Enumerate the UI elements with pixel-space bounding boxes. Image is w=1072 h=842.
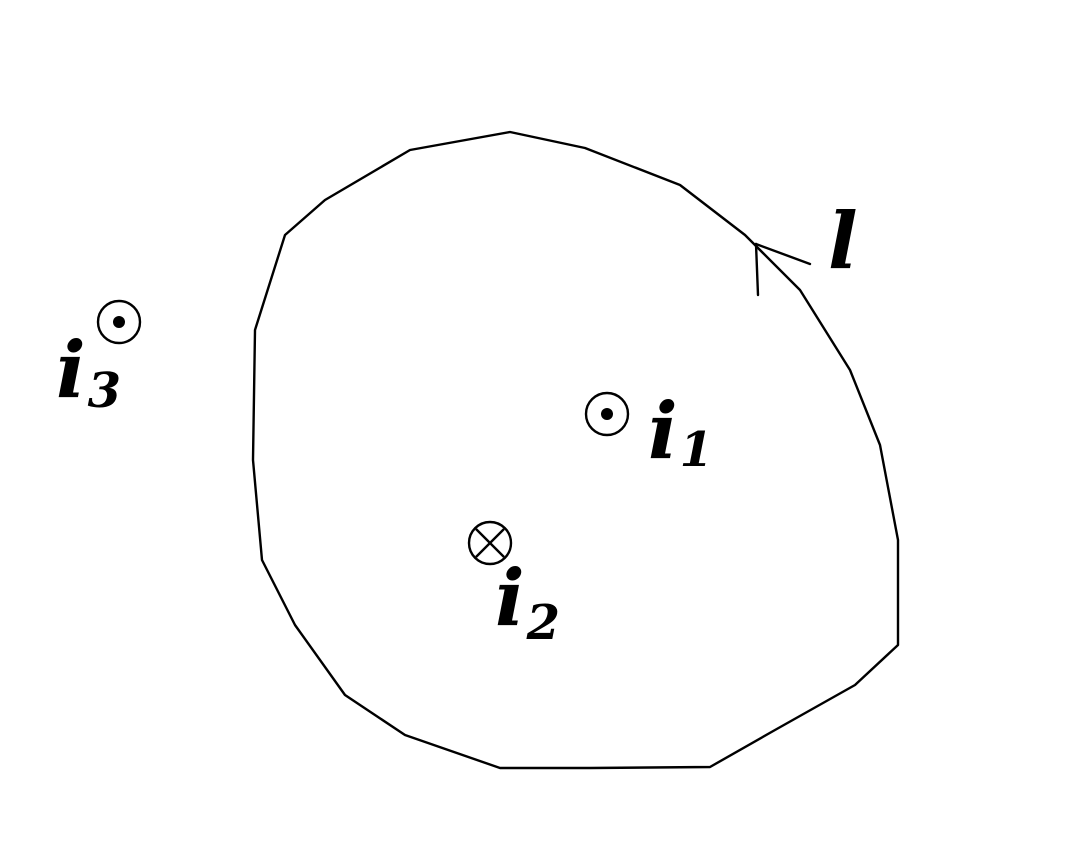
current-i3-letter: i [56,325,86,416]
loop-label: l [828,196,858,287]
current-i1-letter: i [648,386,678,477]
current-i3-subscript: 3 [88,363,121,419]
closed-loop-path [251,130,900,770]
current-i2-letter: i [495,553,525,644]
current-i2-label: i2 [495,553,560,651]
current-i2-subscript: 2 [526,595,560,651]
current-i3-label: i3 [56,325,121,419]
current-i1-subscript: 1 [680,422,713,478]
loop-direction-arrow-icon [754,242,812,297]
current-i1-out-of-page-icon [584,391,630,437]
current-i1-label: i1 [648,386,713,478]
current-i2-into-page-icon [467,520,513,566]
current-i3-out-of-page-icon [96,299,142,345]
